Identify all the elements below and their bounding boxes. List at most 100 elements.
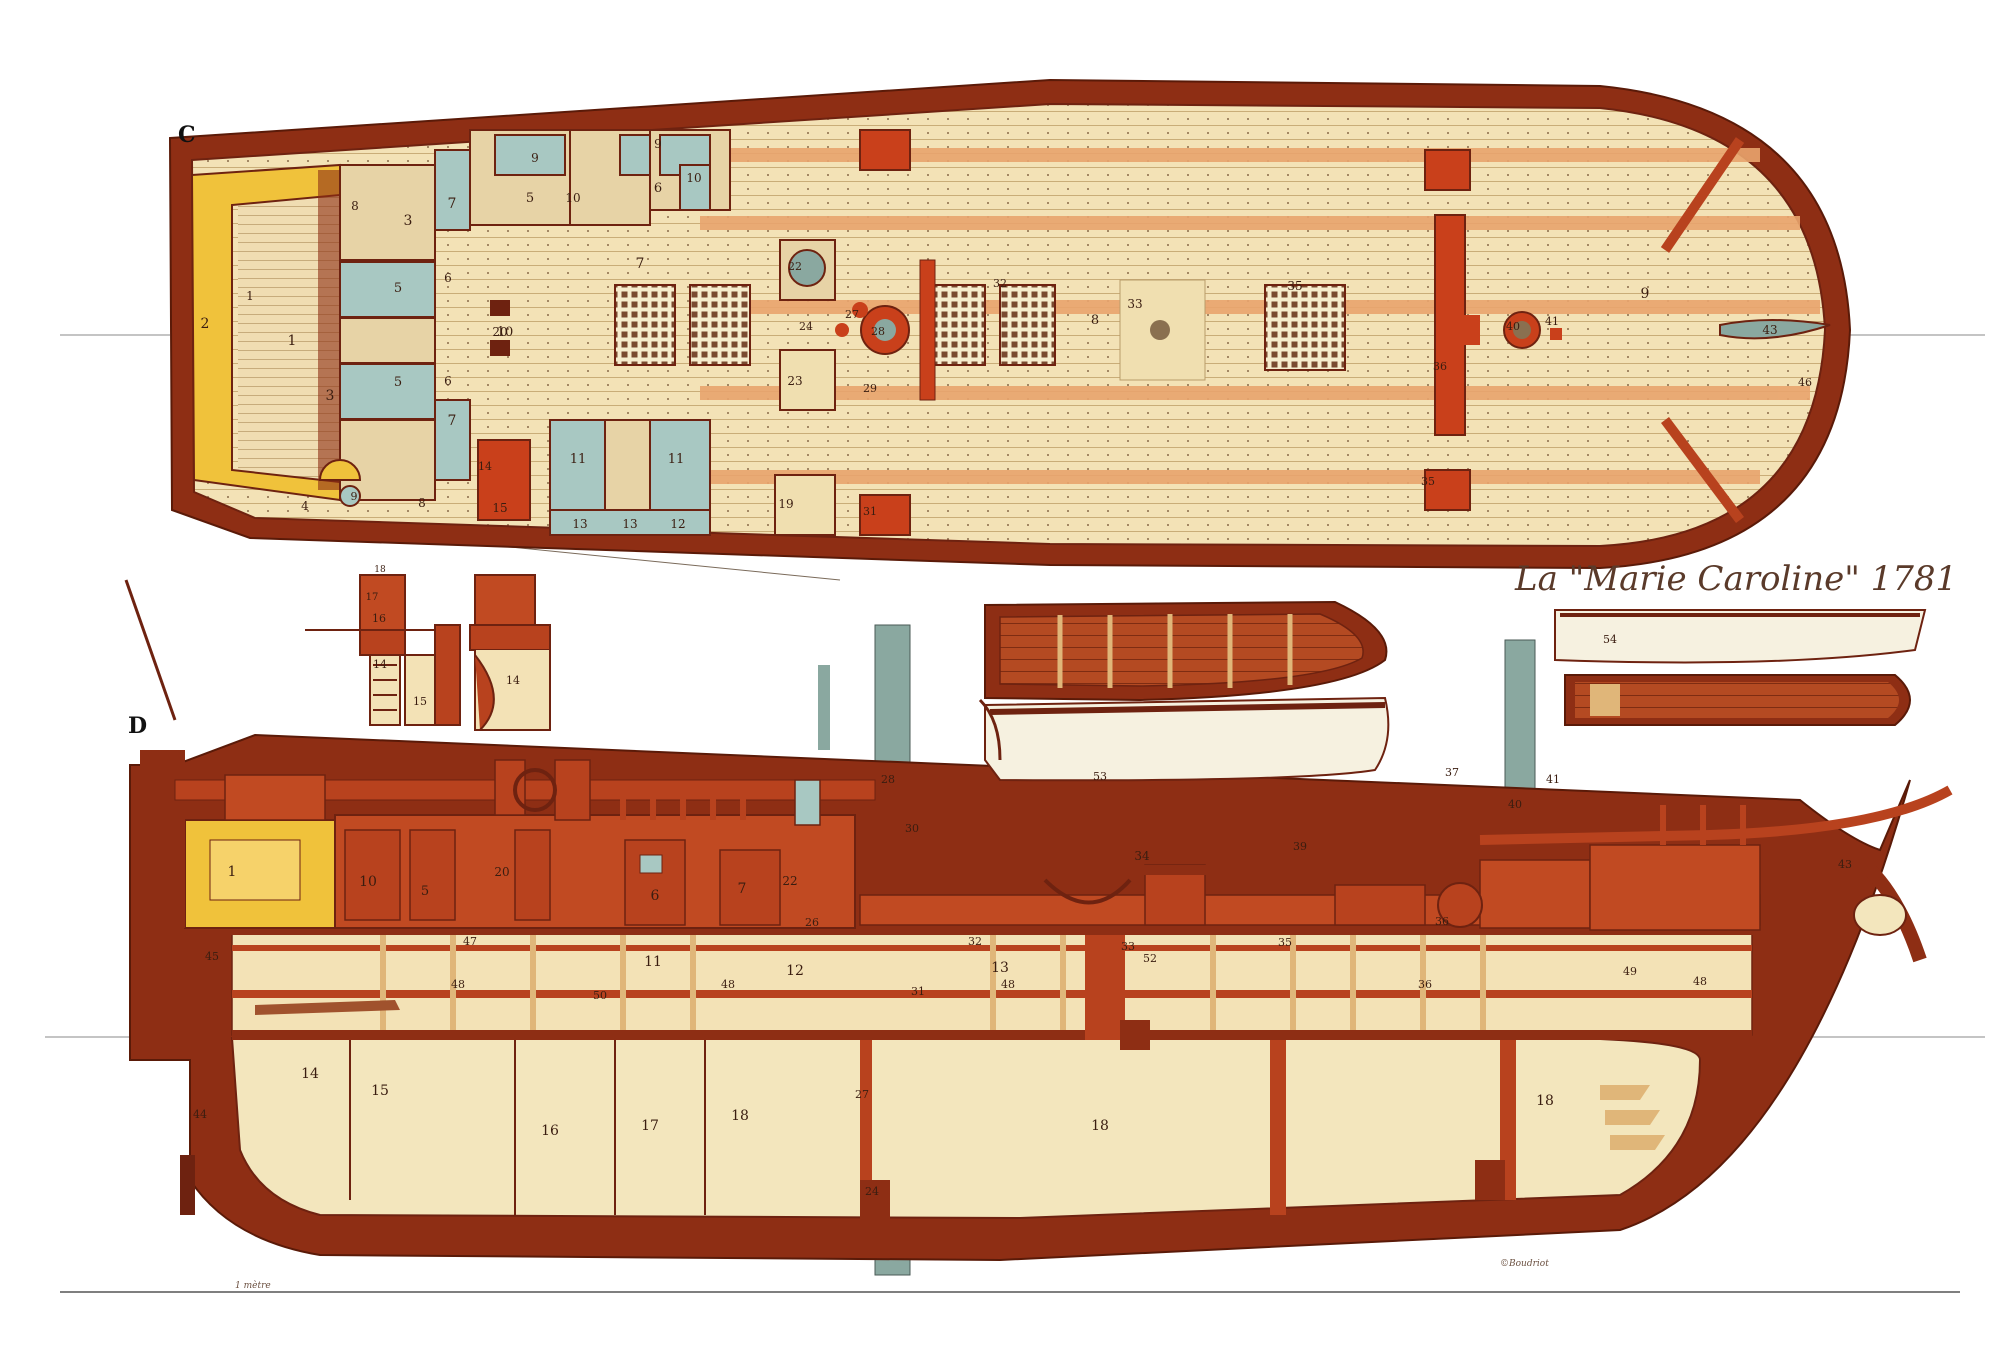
quarter-seat (318, 459, 362, 481)
deck-callout-31: 31 (863, 505, 877, 518)
deck-callout-9: 9 (351, 490, 358, 503)
wheel-box (494, 759, 526, 816)
inset-hatch-section (469, 574, 551, 731)
profile-callout-40: 40 (1508, 798, 1522, 811)
pump (788, 249, 826, 287)
profile-callout-34: 34 (1134, 849, 1150, 863)
ladder-step (1605, 1110, 1660, 1125)
deck-callout-10: 10 (497, 325, 514, 340)
profile-callout-18: 18 (1091, 1118, 1109, 1134)
hold-bulkheads (349, 1040, 706, 1215)
boat-callout-53: 53 (1093, 770, 1107, 783)
deck-callout-28: 28 (871, 325, 885, 338)
profile-callout-11: 11 (644, 954, 662, 970)
bitt-head (1424, 469, 1471, 511)
profile-callout-48: 48 (451, 978, 465, 991)
door-window (639, 854, 663, 874)
deck-callout-11: 11 (668, 452, 685, 467)
profile-callout-20: 20 (494, 865, 509, 879)
profile-callout-37: 37 (1445, 766, 1459, 779)
profile-callout-14: 14 (301, 1066, 319, 1082)
mizzen-bitt (554, 759, 591, 821)
deck-callout-40: 40 (1506, 320, 1520, 333)
profile-callout-32: 32 (968, 935, 982, 948)
windlass (1437, 882, 1483, 928)
bitt (919, 259, 936, 401)
pump-well (860, 1040, 872, 1215)
compass-box (794, 779, 821, 826)
head-rail (1479, 785, 1953, 845)
deck-callout-9: 9 (1641, 286, 1650, 302)
profile-callout-33: 33 (1121, 940, 1135, 953)
deck-beams (700, 148, 1820, 484)
profile-callout-18: 18 (731, 1108, 749, 1124)
jollyboat-plan (1564, 674, 1911, 726)
profile-callout-13: 13 (991, 960, 1009, 976)
keelson-block (860, 1180, 890, 1220)
profile-callout-31: 31 (911, 985, 925, 998)
profile-callout-30: 30 (905, 822, 919, 835)
deck-callout-24: 24 (799, 320, 813, 333)
fitting (1550, 328, 1562, 340)
hatch-gratings (614, 284, 1346, 371)
inset-callout-16: 16 (372, 612, 386, 625)
deck-callout-8: 8 (351, 199, 359, 213)
inset-companion-ladder (305, 574, 461, 726)
deck-callout-35: 35 (1287, 279, 1302, 293)
ladder-step (1600, 1085, 1650, 1100)
deck-callout-29: 29 (863, 382, 877, 395)
jollyboat-profile (1554, 609, 1927, 664)
ensign-staff (124, 579, 177, 721)
deck-callout-32: 32 (993, 277, 1007, 290)
profile-callout-27: 27 (855, 1088, 869, 1101)
mast-pole (818, 665, 830, 750)
deck-callout-6: 6 (444, 271, 452, 285)
profile-callout-36: 36 (1435, 915, 1449, 928)
stern-frame (140, 750, 185, 928)
deck-callout-43: 43 (1762, 323, 1777, 337)
profile-callout-24: 24 (865, 1185, 879, 1198)
deck-callout-33: 33 (1127, 297, 1142, 311)
profile-callout-16: 16 (541, 1123, 559, 1139)
deck-callout-41: 41 (1545, 315, 1559, 328)
section-tag-d: D (128, 713, 147, 739)
profile-callout-48: 48 (1001, 978, 1015, 991)
deck-callout-5: 5 (526, 191, 534, 206)
profile-callout-41: 41 (1546, 773, 1560, 786)
deck-callout-9: 9 (531, 151, 539, 165)
deck-callout-35: 35 (1421, 475, 1435, 488)
scale-label: 1 mètre (235, 1280, 271, 1291)
cabin-window (209, 839, 301, 901)
hold-interior (230, 1037, 1702, 1220)
deck-callout-3: 3 (404, 213, 413, 229)
profile-callout-26: 26 (805, 916, 819, 929)
deck-callout-8: 8 (1091, 313, 1099, 328)
profile-callout-18: 18 (1536, 1093, 1554, 1109)
profile-callout-39: 39 (1293, 840, 1307, 853)
boat-callout-54: 54 (1603, 633, 1617, 646)
forecastle-deck (1589, 844, 1761, 931)
deck-callout-22: 22 (788, 260, 802, 273)
capstan-head (874, 319, 896, 341)
profile-callout-52: 52 (1143, 952, 1157, 965)
boat-chock (1043, 878, 1132, 905)
deck-fitting (859, 129, 911, 171)
profile-callout-49: 49 (1623, 965, 1637, 978)
deck-callout-12: 12 (670, 517, 685, 531)
stove (490, 340, 510, 356)
inset-callout-14: 14 (506, 674, 520, 687)
ladder-step (1610, 1135, 1665, 1150)
helm-wheel (513, 768, 557, 812)
deck-callout-20: 20 (492, 325, 507, 339)
deck-callout-10: 10 (686, 171, 701, 185)
profile-callout-43: 43 (1838, 858, 1852, 871)
profile-callout-50: 50 (593, 989, 607, 1002)
profile-callout-6: 6 (651, 888, 660, 904)
profile-view (45, 579, 1985, 1293)
profile-callout-1: 1 (228, 864, 237, 880)
round-hatch (339, 485, 361, 507)
profile-callout-44: 44 (193, 1108, 207, 1121)
profile-callout-36: 36 (1418, 978, 1432, 991)
